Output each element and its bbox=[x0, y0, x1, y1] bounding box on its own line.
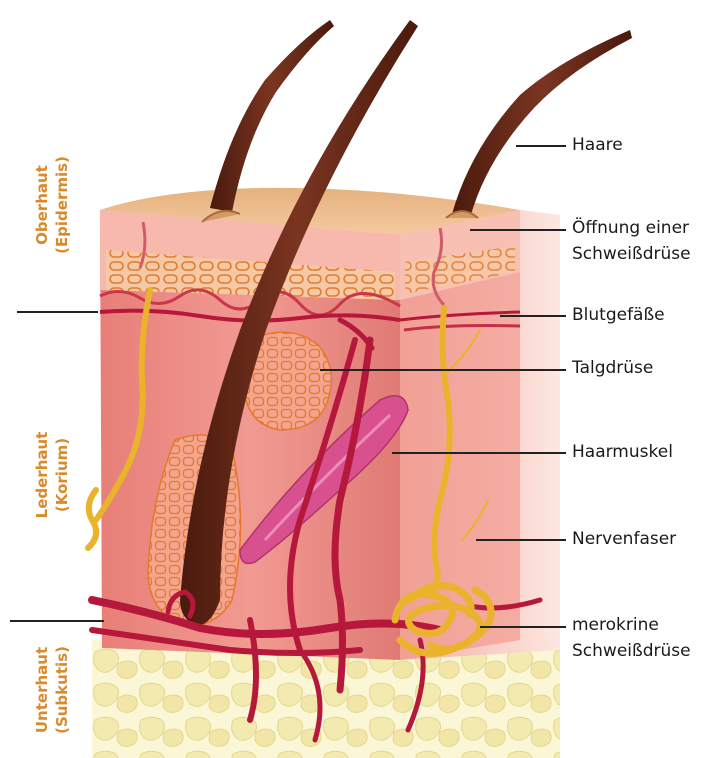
label-hair: Haare bbox=[572, 134, 623, 156]
layer-label-dermis: Lederhaut (Korium) bbox=[32, 432, 72, 519]
layer-subname: (Subkutis) bbox=[52, 646, 72, 734]
layer-name: Unterhaut bbox=[32, 646, 52, 734]
subcutis-fat-layer bbox=[92, 640, 560, 758]
label-sweat-gland-line2: Schweißdrüse bbox=[572, 640, 691, 662]
label-nerve-fiber: Nervenfaser bbox=[572, 528, 676, 550]
layer-label-epidermis: Oberhaut (Epidermis) bbox=[32, 156, 72, 254]
label-blood-vessels: Blutgefäße bbox=[572, 304, 665, 326]
label-sebaceous-gland: Talgdrüse bbox=[572, 357, 653, 379]
label-hair-muscle: Haarmuskel bbox=[572, 441, 673, 463]
layer-label-subcutis: Unterhaut (Subkutis) bbox=[32, 646, 72, 734]
layer-name: Lederhaut bbox=[32, 432, 52, 519]
layer-subname: (Korium) bbox=[52, 432, 72, 519]
label-sweat-gland-line1: merokrine bbox=[572, 614, 659, 636]
label-sweat-opening-line2: Schweißdrüse bbox=[572, 243, 691, 265]
layer-name: Oberhaut bbox=[32, 156, 52, 254]
layer-subname: (Epidermis) bbox=[52, 156, 72, 254]
label-sweat-opening-line1: Öffnung einer bbox=[572, 217, 689, 239]
